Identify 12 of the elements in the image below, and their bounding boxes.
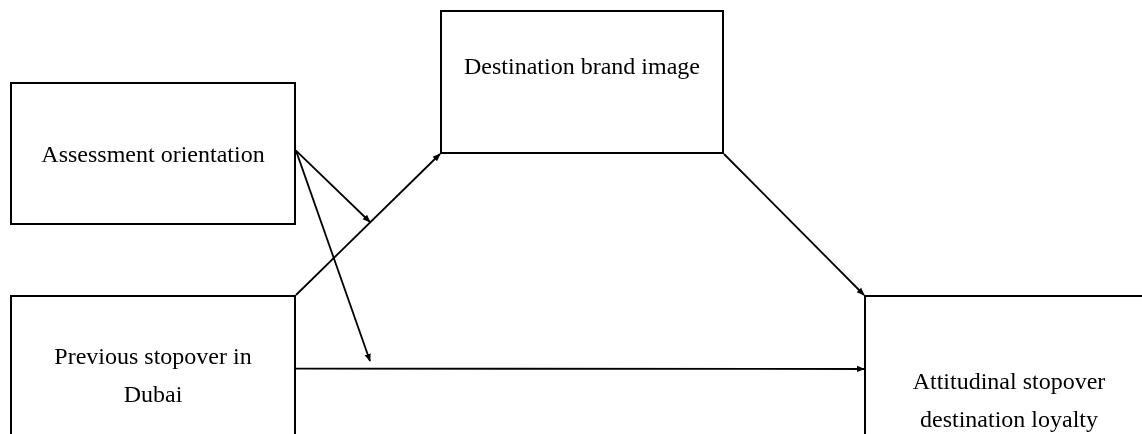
arrow [295,365,865,373]
concept-box [10,295,296,434]
arrow [295,149,371,223]
box-label: Destination brand image [464,52,700,81]
arrow [723,153,865,296]
concept-box [440,10,724,154]
box-label: Attitudinal stopover destination loyalty [911,367,1107,434]
box-label: Previous stopover in Dubai [53,342,253,409]
concept-box [10,82,296,225]
box-label: Assessment orientation [41,139,265,169]
arrow [295,153,441,296]
arrow [295,149,371,362]
